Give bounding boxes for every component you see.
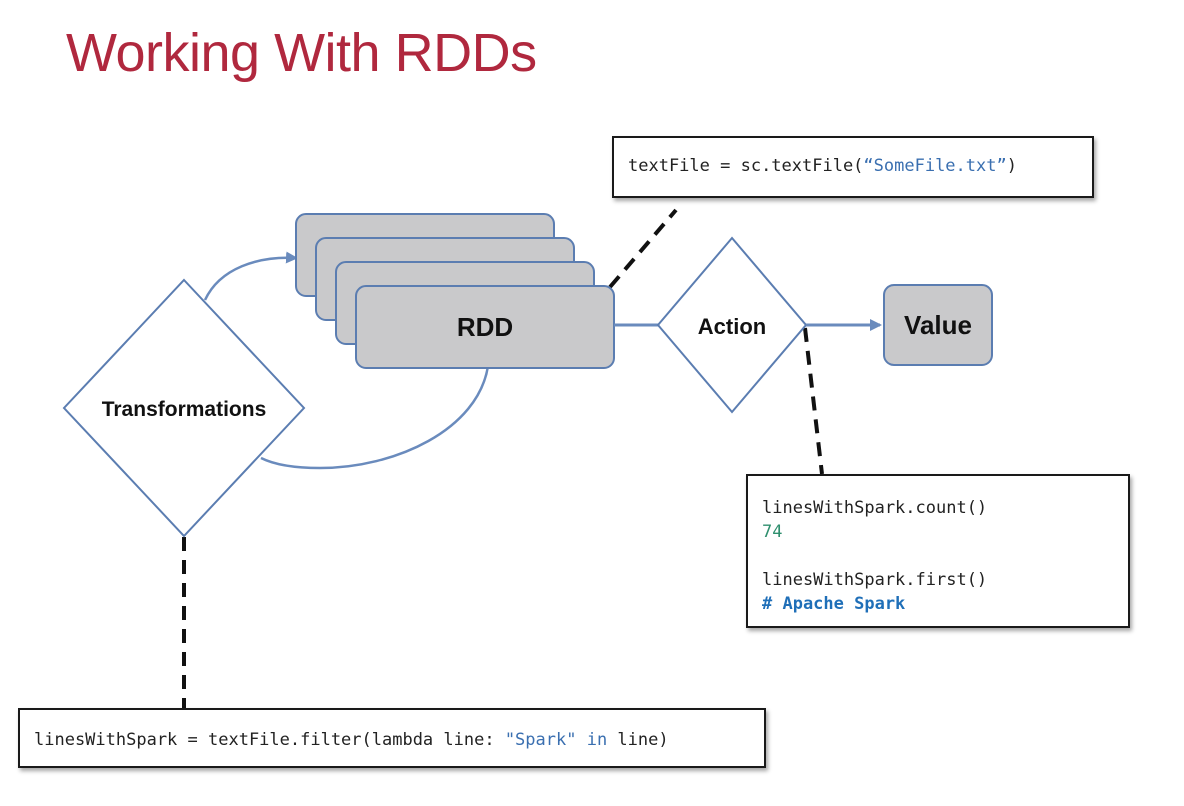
connector-textfile xyxy=(608,208,678,289)
code-first-result: # Apache Spark xyxy=(762,594,906,614)
code-actions-box: linesWithSpark.count() 74 linesWithSpark.… xyxy=(746,474,1130,628)
action-label: Action xyxy=(698,314,766,339)
transformations-diamond xyxy=(62,278,306,538)
rdd-label: RDD xyxy=(457,312,513,342)
rdd-box xyxy=(355,285,615,369)
code-first-call: linesWithSpark.first() xyxy=(762,570,988,590)
code-filter-op: = textFile.filter(lambda line: xyxy=(177,730,505,750)
code-filter-var: linesWithSpark xyxy=(34,730,178,750)
transformations-label: Transformations xyxy=(102,398,267,421)
action-diamond xyxy=(656,236,808,414)
code-textfile-box: textFile = sc.textFile(“SomeFile.txt”) xyxy=(612,136,1094,198)
code-textfile-var: textFile xyxy=(628,156,710,176)
transform-loop-arc-bottom xyxy=(260,365,490,470)
connector-action xyxy=(803,327,824,475)
code-blank-line xyxy=(762,544,1128,568)
code-textfile-close: ) xyxy=(1006,156,1017,176)
code-count-result: 74 xyxy=(762,522,783,542)
code-filter-box: linesWithSpark = textFile.filter(lambda … xyxy=(18,708,766,768)
code-textfile-string: “SomeFile.txt” xyxy=(863,156,1007,176)
code-count-call: linesWithSpark.count() xyxy=(762,498,988,518)
transform-loop-arrow-top xyxy=(203,251,298,301)
code-filter-in-keyword: in xyxy=(576,730,618,750)
value-label: Value xyxy=(904,310,972,340)
value-box xyxy=(883,284,993,366)
code-filter-end: line) xyxy=(617,730,669,750)
slide-title: Working With RDDs xyxy=(66,23,537,83)
code-textfile-op: = sc.textFile( xyxy=(709,156,864,176)
code-filter-string: "Spark" xyxy=(504,730,577,750)
